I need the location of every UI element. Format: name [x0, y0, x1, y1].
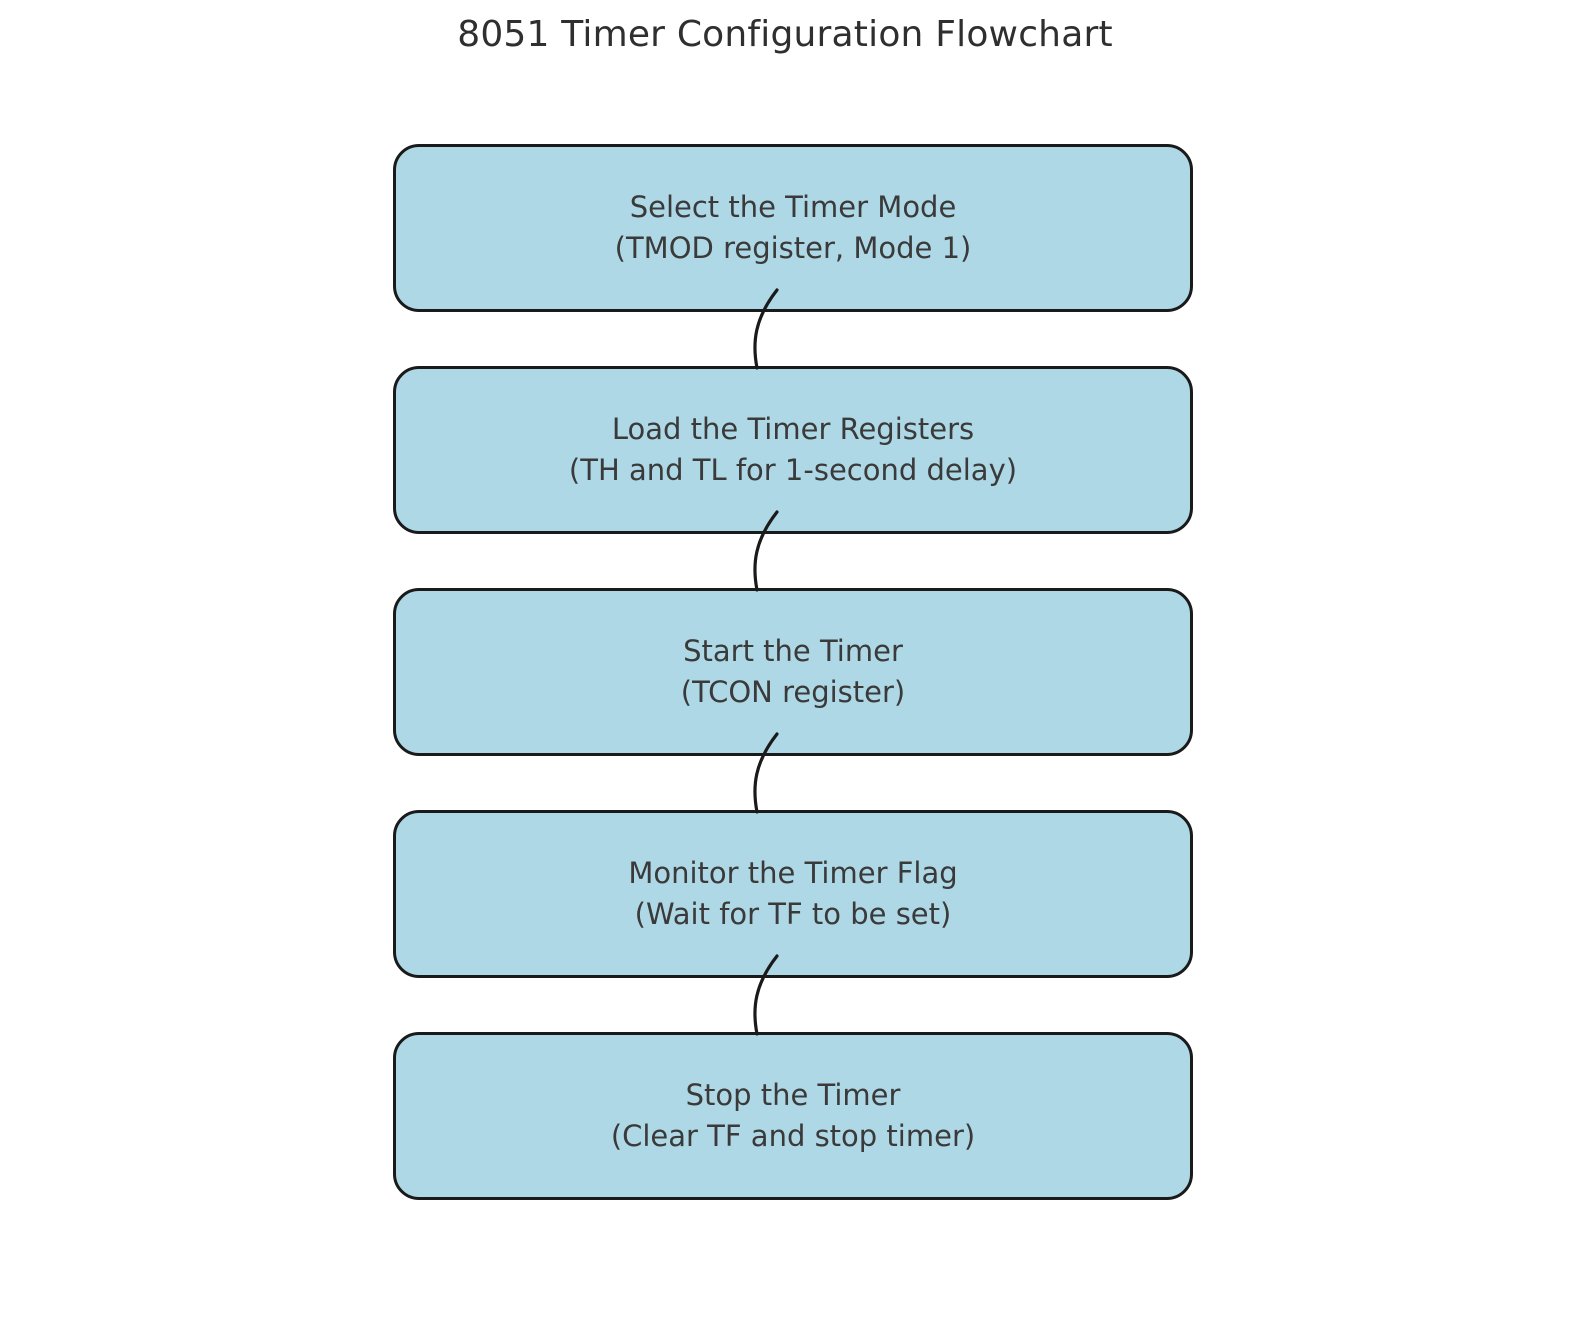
flow-node-primary-label: Load the Timer Registers [611, 411, 975, 446]
flow-node-primary-label: Start the Timer [683, 633, 903, 668]
flow-node-secondary-label: (TH and TL for 1-second delay) [568, 453, 1018, 487]
page-title: 8051 Timer Configuration Flowchart [457, 14, 1113, 55]
flow-node-secondary-label: (TCON register) [680, 675, 906, 709]
flow-node-primary-label: Select the Timer Mode [629, 189, 957, 224]
flow-node-primary-label: Monitor the Timer Flag [628, 855, 958, 890]
flow-node-stop-timer[interactable]: Stop the Timer (Clear TF and stop timer) [393, 1032, 1193, 1200]
flow-node-load-timer-registers[interactable]: Load the Timer Registers (TH and TL for … [393, 366, 1193, 534]
flow-node-secondary-label: (TMOD register, Mode 1) [614, 231, 972, 265]
flow-node-primary-label: Stop the Timer [685, 1077, 901, 1112]
flow-node-select-timer-mode[interactable]: Select the Timer Mode (TMOD register, Mo… [393, 144, 1193, 312]
flow-node-secondary-label: (Clear TF and stop timer) [610, 1119, 976, 1153]
flow-node-secondary-label: (Wait for TF to be set) [634, 897, 952, 931]
flow-node-monitor-timer-flag[interactable]: Monitor the Timer Flag (Wait for TF to b… [393, 810, 1193, 978]
flow-node-start-timer[interactable]: Start the Timer (TCON register) [393, 588, 1193, 756]
